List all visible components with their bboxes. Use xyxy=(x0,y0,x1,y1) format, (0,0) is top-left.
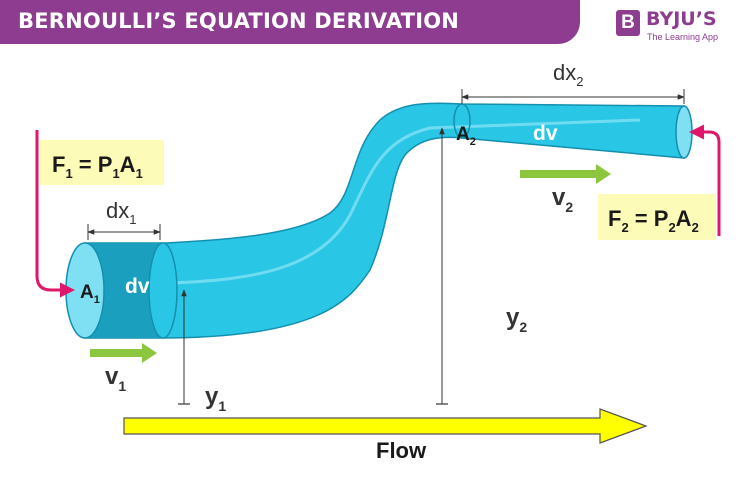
pipe-right-end xyxy=(675,105,693,159)
flow-label: Flow xyxy=(376,438,427,463)
force-label-right: F2 = P2A2 xyxy=(608,206,699,235)
pipe-slab-end xyxy=(148,242,178,339)
velocity-arrow-v1 xyxy=(90,343,157,363)
logo-badge-icon: B xyxy=(616,10,640,36)
byjus-logo: B BYJU’S The Learning App xyxy=(616,8,746,44)
force-label-left: F1 = P1A1 xyxy=(52,152,143,181)
velocity-arrow-v2 xyxy=(520,164,611,184)
height-y2-label: y2 xyxy=(506,304,527,335)
dx1-label: dx1 xyxy=(106,198,136,227)
page-title: BERNOULLI’S EQUATION DERIVATION xyxy=(18,9,460,33)
dx2-label: dx2 xyxy=(553,60,583,89)
pipe-highlight xyxy=(169,118,641,285)
area-a1-label: A1 xyxy=(80,282,100,306)
force-label-box-left xyxy=(40,140,164,185)
dv-label-left: dv xyxy=(125,275,150,298)
logo-tagline: The Learning App xyxy=(647,32,719,42)
force-arrow-left xyxy=(35,130,75,298)
title-banner: BERNOULLI’S EQUATION DERIVATION xyxy=(0,0,580,44)
area-a2-label: A2 xyxy=(456,124,476,148)
logo-name: BYJU’S xyxy=(646,8,717,30)
velocity-v1-label: v1 xyxy=(105,363,126,394)
height-y1-label: y1 xyxy=(205,383,226,414)
flow-arrow xyxy=(123,408,648,444)
dv-label-right: dv xyxy=(533,122,558,145)
velocity-v2-label: v2 xyxy=(552,184,573,215)
force-label-box-right xyxy=(598,194,716,240)
force-arrow-right xyxy=(689,124,721,236)
